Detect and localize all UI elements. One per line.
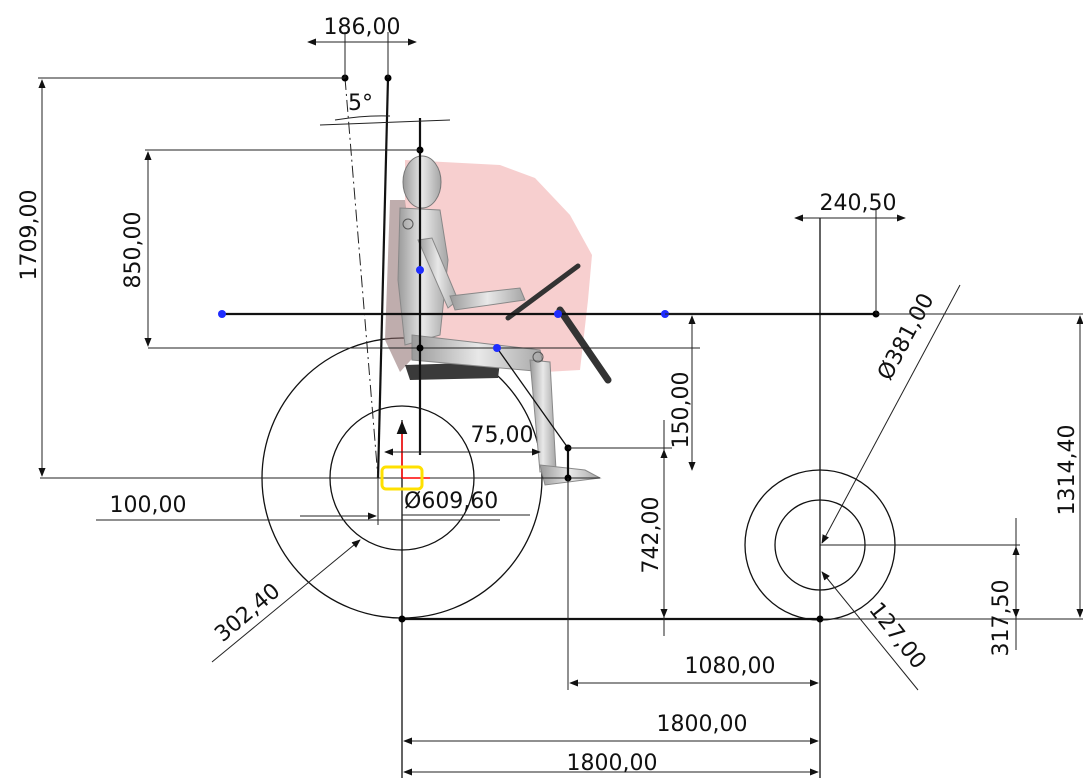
seat-cushion	[405, 362, 500, 380]
dimension-front-axle-height[interactable]: 317,50	[820, 518, 1020, 656]
backrest-construction-line[interactable]	[344, 77, 379, 479]
dimension-text[interactable]: Ø381,00	[873, 289, 939, 384]
dimension-text[interactable]: 5°	[348, 91, 373, 116]
figure-shin	[529, 359, 557, 473]
sketch-point-blue[interactable]	[493, 344, 501, 352]
dimension-front-inner-radius[interactable]: 127,00	[821, 571, 931, 691]
dimension-text[interactable]: 1800,00	[567, 751, 658, 776]
human-figure	[385, 155, 602, 486]
dimension-angle[interactable]: 5°	[319, 91, 451, 126]
sketch-point[interactable]	[398, 615, 406, 623]
dimension-text[interactable]: 850,00	[121, 212, 146, 289]
dimension-text[interactable]: 1709,00	[17, 190, 42, 281]
dimension-text[interactable]: 75,00	[471, 423, 534, 448]
dimension-front-wheel-diameter[interactable]: Ø381,00	[821, 284, 961, 544]
sketch-point-blue[interactable]	[218, 310, 226, 318]
dimension-front-offset[interactable]: 240,50	[794, 191, 906, 314]
dimension-foot-height[interactable]: 742,00	[639, 420, 668, 636]
reach-envelope-region	[405, 160, 592, 372]
figure-foot	[539, 464, 602, 486]
sketch-point-blue[interactable]	[554, 310, 562, 318]
dimension-text[interactable]: 186,00	[324, 15, 401, 40]
dimension-total-height[interactable]: 1709,00	[17, 77, 345, 477]
dimension-text[interactable]: 302,40	[210, 579, 285, 648]
steering-wheel[interactable]	[505, 263, 581, 321]
dimension-text[interactable]: 742,00	[639, 497, 664, 574]
dimension-rear-wheel-diameter[interactable]: Ø609,60	[402, 489, 530, 516]
dimension-top-offset[interactable]: 186,00	[307, 15, 417, 78]
dimension-text[interactable]: 1800,00	[657, 712, 748, 737]
figure-torso	[397, 207, 449, 346]
sketch-geometry[interactable]	[40, 77, 876, 778]
sketch-point[interactable]	[816, 615, 824, 623]
dimension-torso-height[interactable]: 850,00	[121, 149, 420, 347]
sketch-point[interactable]	[416, 344, 424, 352]
origin-marker	[380, 420, 430, 491]
dimension-rear-inner-radius[interactable]: 302,40	[210, 539, 361, 663]
joint-marker	[402, 218, 414, 230]
dimension-text[interactable]: 100,00	[110, 493, 187, 518]
seat-step-line[interactable]	[496, 347, 569, 449]
dimension-text[interactable]: 317,50	[989, 580, 1014, 657]
dimension-wheelbase-lower[interactable]: 1800,00	[403, 751, 819, 776]
dimension-text[interactable]: Ø609,60	[404, 489, 498, 514]
dimension-wheelbase-upper[interactable]: 1800,00	[403, 712, 819, 745]
sketch-point-blue[interactable]	[416, 266, 424, 274]
dimension-foot-distance[interactable]: 1080,00	[567, 478, 819, 690]
figure-head	[402, 155, 442, 209]
dimension-seat-step[interactable]: 150,00	[665, 313, 700, 471]
dimension-overall-height[interactable]: 1314,40	[822, 313, 1083, 620]
dimension-text[interactable]: 150,00	[669, 372, 694, 449]
backrest-line[interactable]	[376, 77, 390, 479]
dimension-text[interactable]: 1314,40	[1055, 425, 1080, 516]
figure-forearm	[449, 287, 526, 311]
dimension-text[interactable]: 1080,00	[685, 654, 776, 679]
dimension-seat-front[interactable]: 75,00	[384, 423, 672, 456]
origin-highlight	[380, 465, 424, 491]
joint-marker	[532, 351, 544, 363]
steering-assembly[interactable]	[505, 263, 612, 384]
steering-column[interactable]	[556, 306, 612, 384]
dimension-rear-hub-offset[interactable]: 100,00	[96, 478, 500, 525]
dimension-text[interactable]: 240,50	[820, 191, 897, 216]
